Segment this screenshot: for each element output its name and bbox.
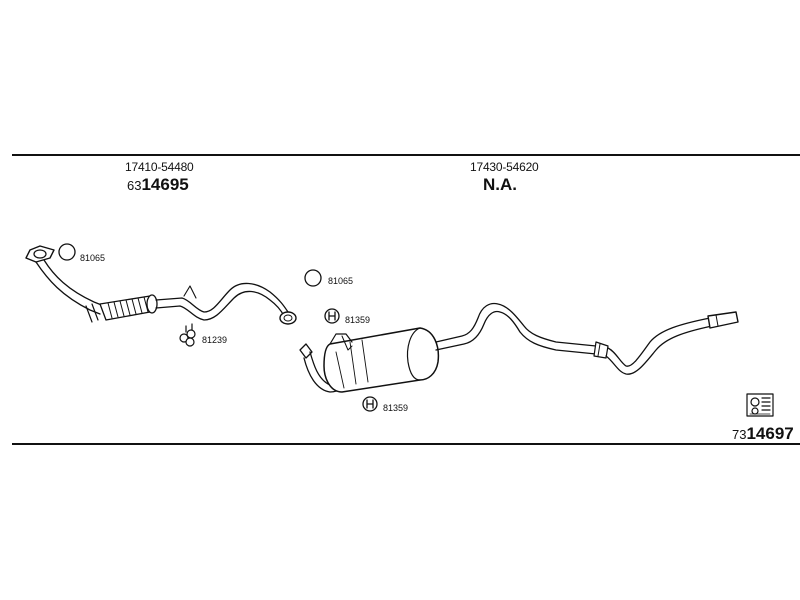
section1-ref-prefix: 63 — [127, 178, 142, 193]
top-rule — [12, 154, 800, 156]
section1-ref-main: 14695 — [141, 175, 189, 194]
front-pipe-icon — [25, 245, 297, 325]
bolt-kit-icon — [179, 323, 196, 347]
rubber-mount-icon — [324, 308, 340, 324]
part-label-ring-front: 81065 — [80, 253, 105, 263]
part-label-bolt-kit: 81239 — [202, 335, 227, 345]
silencer-icon — [299, 302, 739, 393]
gasket-ring-icon — [58, 243, 76, 261]
section2-oe-number: 17430-54620 — [470, 160, 539, 174]
footer-ref-prefix: 73 — [732, 427, 747, 442]
footer-ref-main: 14697 — [746, 424, 794, 443]
catalog-logo-icon — [746, 393, 774, 417]
part-label-rubber-lower: 81359 — [383, 403, 408, 413]
section1-oe-number: 17410-54480 — [125, 160, 194, 174]
rubber-mount-icon-2 — [362, 396, 378, 412]
footer-ref-number: 7314697 — [732, 424, 794, 444]
gasket-ring-icon-2 — [304, 269, 322, 287]
part-label-rubber-upper: 81359 — [345, 315, 370, 325]
section1-ref-number: 6314695 — [127, 175, 189, 195]
part-label-ring-mid: 81065 — [328, 276, 353, 286]
bottom-rule — [12, 443, 800, 445]
section2-ref-number: N.A. — [483, 175, 517, 194]
